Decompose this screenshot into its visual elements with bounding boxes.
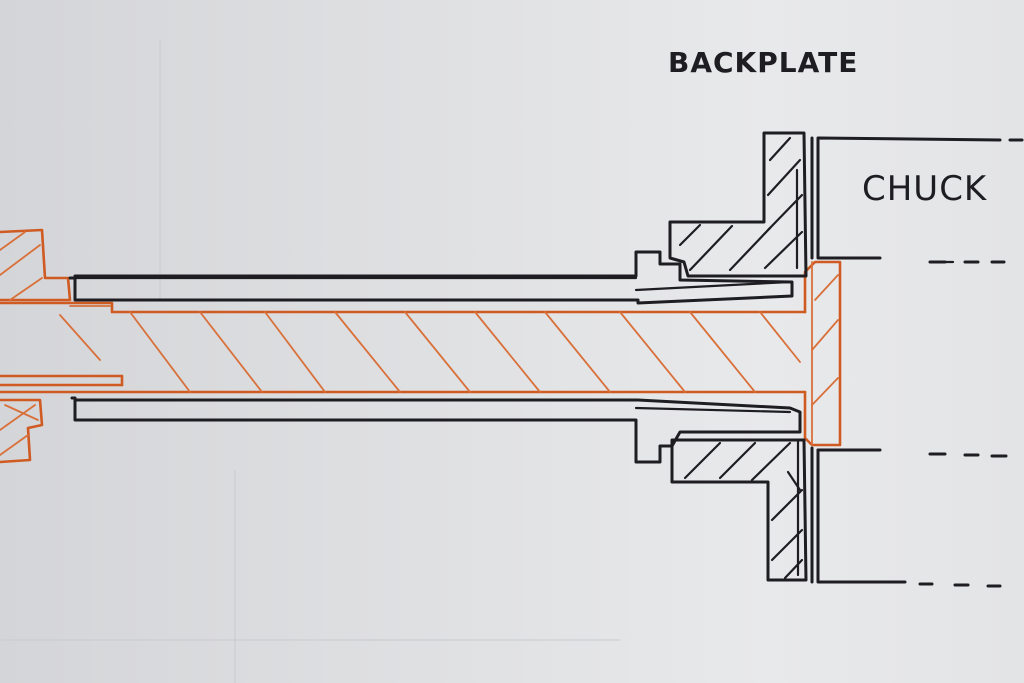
paper-faint-lines	[0, 40, 620, 683]
drawbar-orange	[0, 301, 807, 394]
spindle-end-orange	[0, 228, 72, 464]
flange-orange	[803, 260, 842, 447]
sleeve-lower	[70, 396, 802, 464]
backplate-label: BACKPLATE	[668, 46, 858, 79]
chuck-label: CHUCK	[862, 169, 988, 209]
sleeve-upper	[68, 250, 794, 305]
chuck-body	[810, 136, 1024, 588]
drawbar-hatching	[59, 311, 801, 393]
backplate-lower	[670, 438, 808, 582]
backplate-upper	[668, 131, 808, 278]
